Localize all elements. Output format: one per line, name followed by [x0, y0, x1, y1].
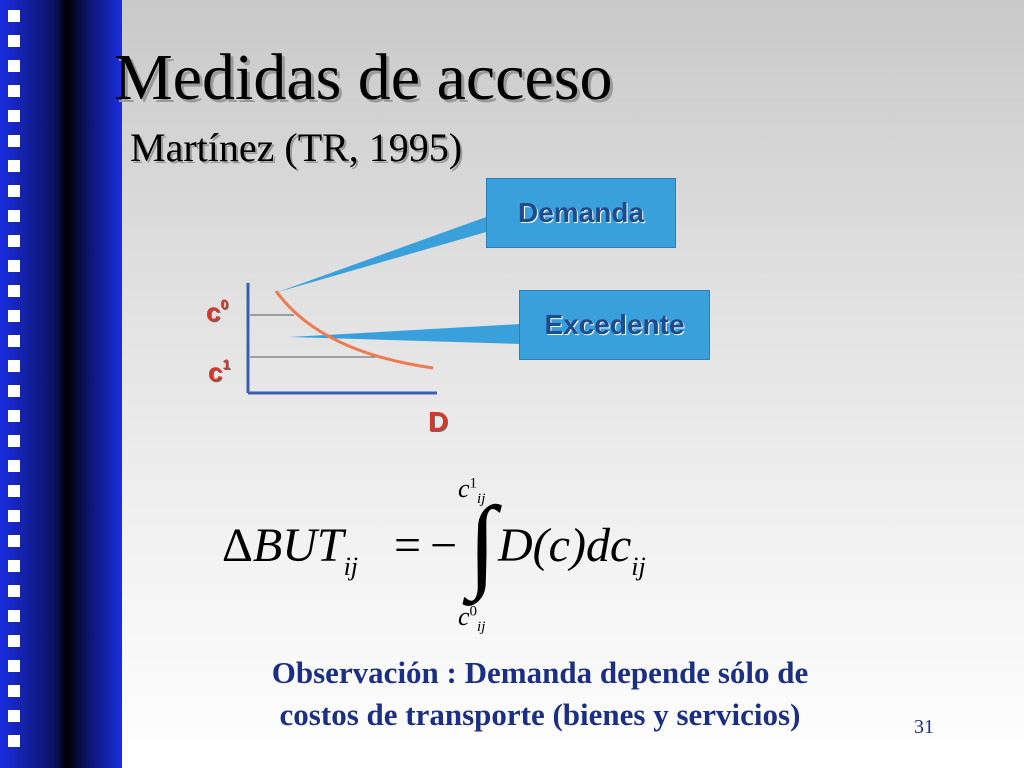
decorative-side-band: [0, 0, 122, 768]
slide-subtitle: Martínez (TR, 1995): [130, 125, 463, 170]
surplus-callout-pointer: [290, 324, 521, 344]
observation-line-2: costos de transporte (bienes y servicios…: [279, 697, 801, 732]
page-number: 31: [914, 716, 934, 738]
demand-callout: Demanda: [486, 178, 676, 248]
decorative-square-column: [8, 10, 26, 762]
observation-text: Observación : Demanda depende sólo de co…: [200, 652, 880, 736]
formula-rhs: D(c)dcij: [498, 519, 646, 581]
formula-lhs: ΔBUTij: [222, 519, 359, 581]
integral-upper-limit: c1ij: [458, 474, 486, 508]
integral-lower-limit: c0ij: [458, 602, 486, 636]
slide-title: Medidas de acceso: [114, 41, 613, 114]
c0-label: c0: [206, 296, 229, 327]
observation-line-1: Observación : Demanda depende sólo de: [271, 655, 809, 690]
surplus-callout: Excedente: [519, 290, 710, 360]
c1-label: c1: [208, 356, 231, 387]
integral-sign: ∫: [468, 486, 497, 601]
surplus-formula: c1ij ΔBUTij = − ∫ D(c)dcij c0ij: [222, 474, 692, 646]
formula-minus: −: [430, 519, 458, 572]
d-axis-label: D: [428, 406, 449, 437]
demand-curve: [274, 290, 434, 370]
demand-callout-pointer: [278, 212, 500, 292]
formula-equals: =: [394, 519, 422, 572]
